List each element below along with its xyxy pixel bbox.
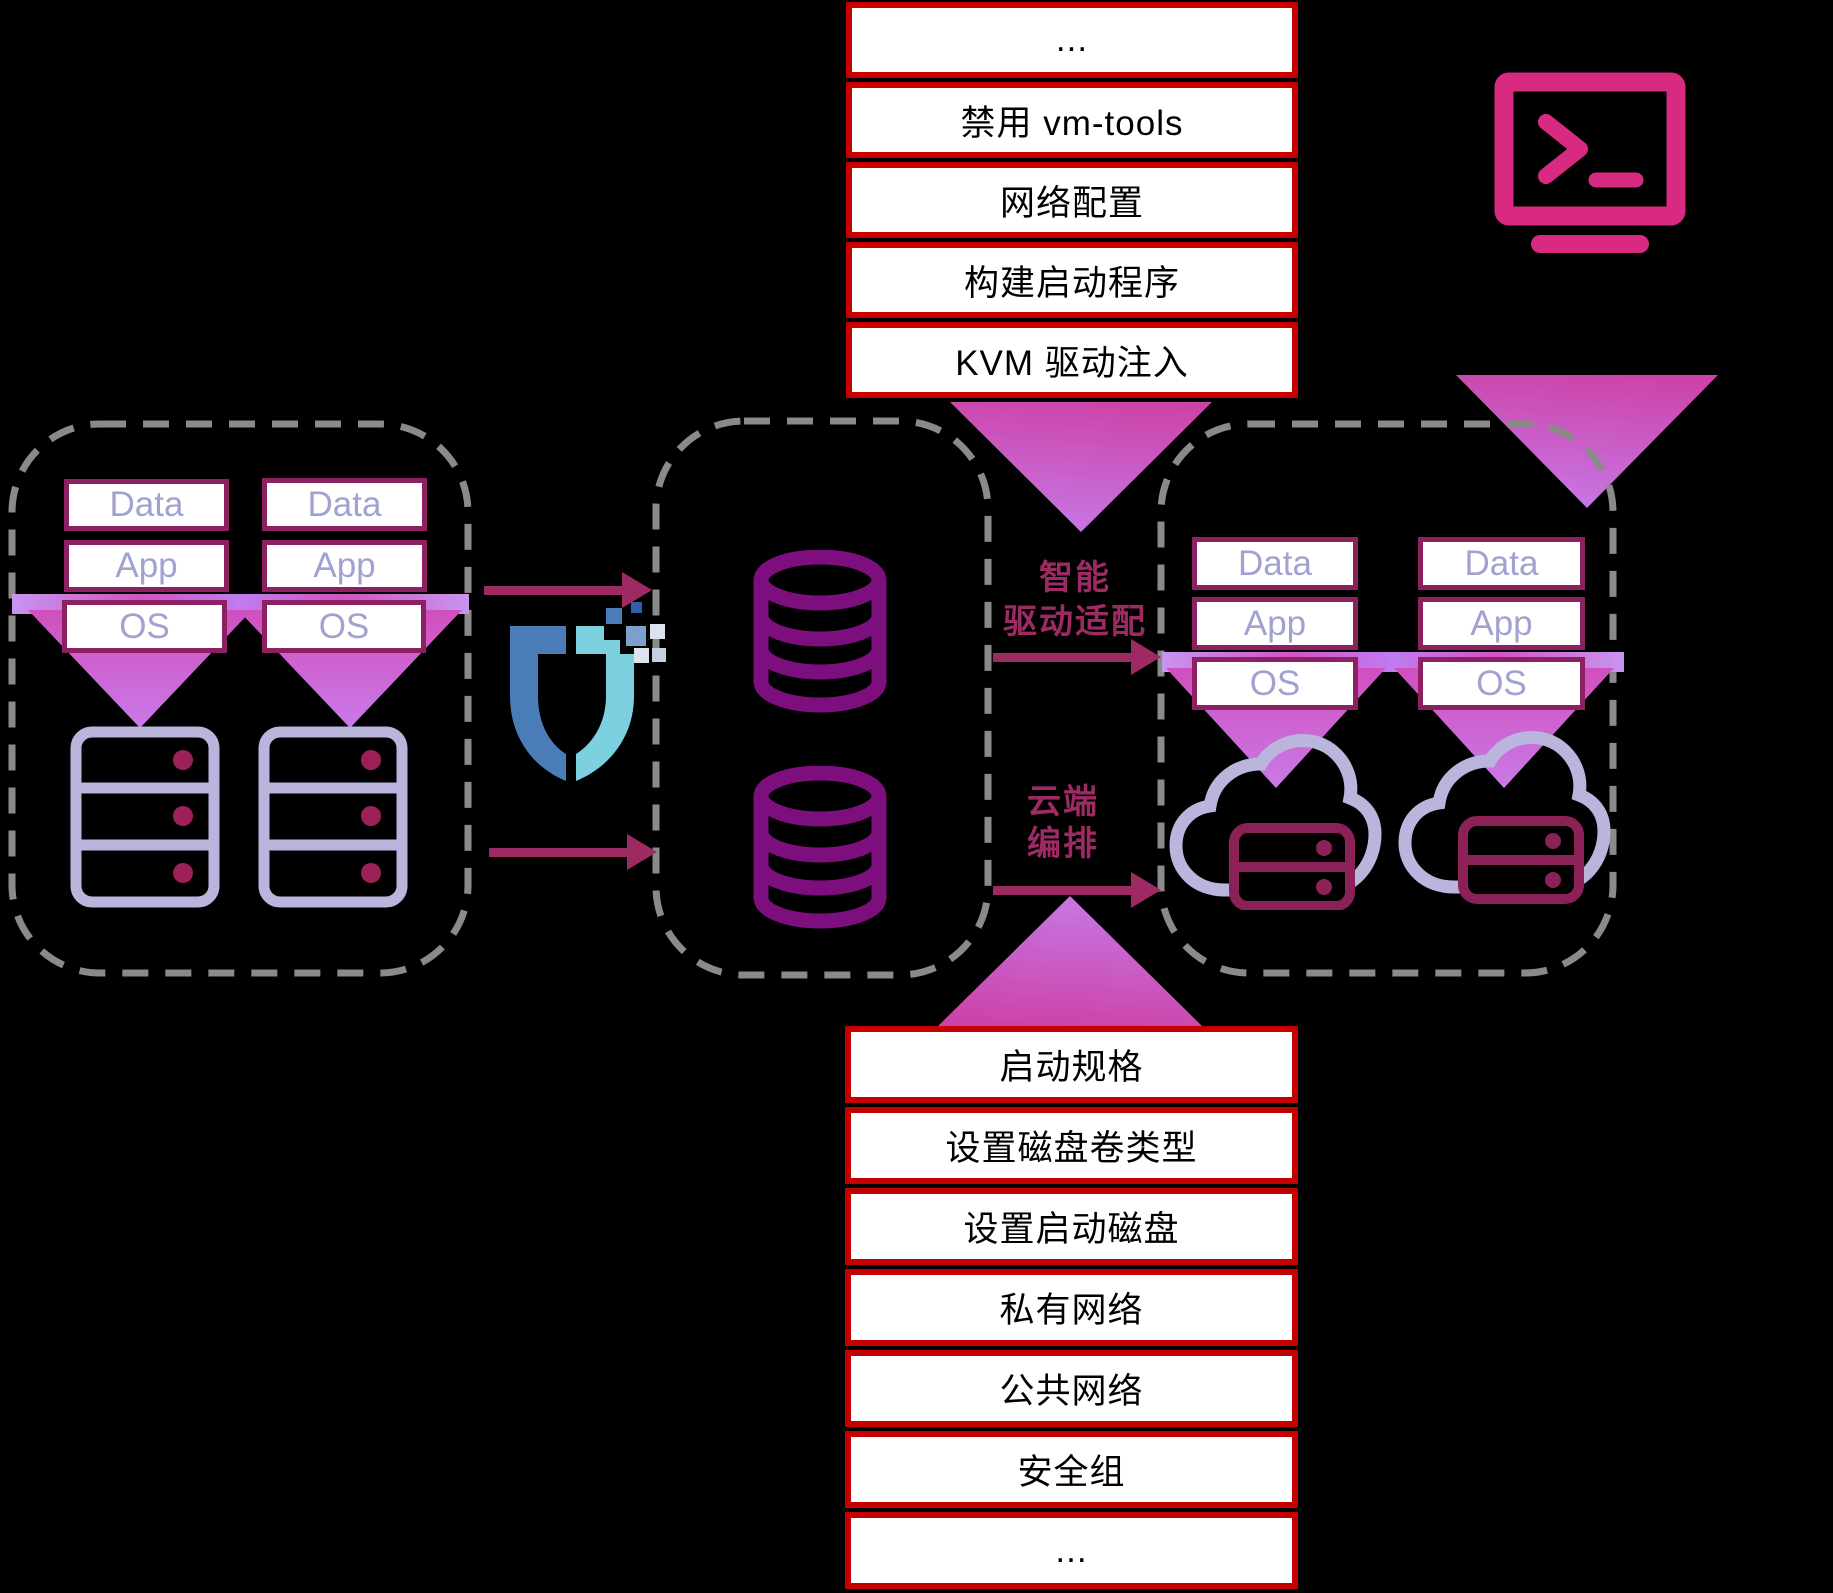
cloud-server-icon (1398, 731, 1611, 904)
server-icon (70, 726, 220, 908)
source-stack1-app: App (64, 540, 229, 592)
checklist-item: 禁用 vm-tools (846, 82, 1298, 158)
checklist-item: 私有网络 (845, 1269, 1298, 1346)
server-icon (258, 726, 408, 908)
arrow-source-to-store-1 (484, 572, 652, 608)
checklist-item: 网络配置 (846, 162, 1298, 238)
target-group-border (1157, 420, 1617, 977)
database-icon (753, 550, 887, 713)
database-icon (753, 766, 887, 929)
checklist-item: 公共网络 (845, 1350, 1298, 1427)
checklist-item: ... (846, 2, 1298, 78)
checklist-item: 启动规格 (845, 1026, 1298, 1103)
checklist-item: 构建启动程序 (846, 242, 1298, 318)
source-group-border (8, 420, 472, 977)
cloud-server-icon (1169, 734, 1382, 910)
target-stack1-data: Data (1192, 537, 1358, 590)
cloud-config-table: 启动规格 设置磁盘卷类型 设置启动磁盘 私有网络 公共网络 安全组 ... (845, 1026, 1298, 1593)
checklist-item: ... (845, 1512, 1298, 1589)
smart-driver-label-line1: 智能 (1039, 559, 1111, 597)
arrow-smart-driver (993, 639, 1161, 675)
target-stack2-os: OS (1418, 657, 1585, 710)
arrow-source-to-store-2 (489, 834, 657, 870)
source-stack2-os: OS (262, 600, 426, 653)
target-stack2-app: App (1418, 597, 1585, 650)
terminal-icon (1494, 72, 1686, 253)
kvm-steps-table: ... 禁用 vm-tools 网络配置 构建启动程序 KVM 驱动注入 (846, 2, 1298, 402)
checklist-item: 设置启动磁盘 (845, 1188, 1298, 1265)
checklist-item: 设置磁盘卷类型 (845, 1107, 1298, 1184)
target-stack1-app: App (1192, 597, 1358, 650)
target-stack2-data: Data (1418, 537, 1585, 590)
source-stack2-data: Data (262, 478, 427, 531)
image-store-group-border (652, 417, 992, 979)
target-stack1-os: OS (1192, 657, 1358, 710)
cloud-orch-label-line2: 编排 (1027, 825, 1099, 863)
source-stack2-app: App (262, 540, 427, 592)
shield-icon (510, 602, 666, 781)
arrow-cloud-orchestration (993, 872, 1161, 908)
source-stack1-os: OS (62, 600, 227, 653)
checklist-item: KVM 驱动注入 (846, 322, 1298, 398)
source-stack1-data: Data (64, 479, 229, 531)
checklist-item: 安全组 (845, 1431, 1298, 1508)
cloud-orch-label-line1: 云端 (1027, 783, 1099, 821)
smart-driver-label-line2: 驱动适配 (1003, 603, 1147, 641)
